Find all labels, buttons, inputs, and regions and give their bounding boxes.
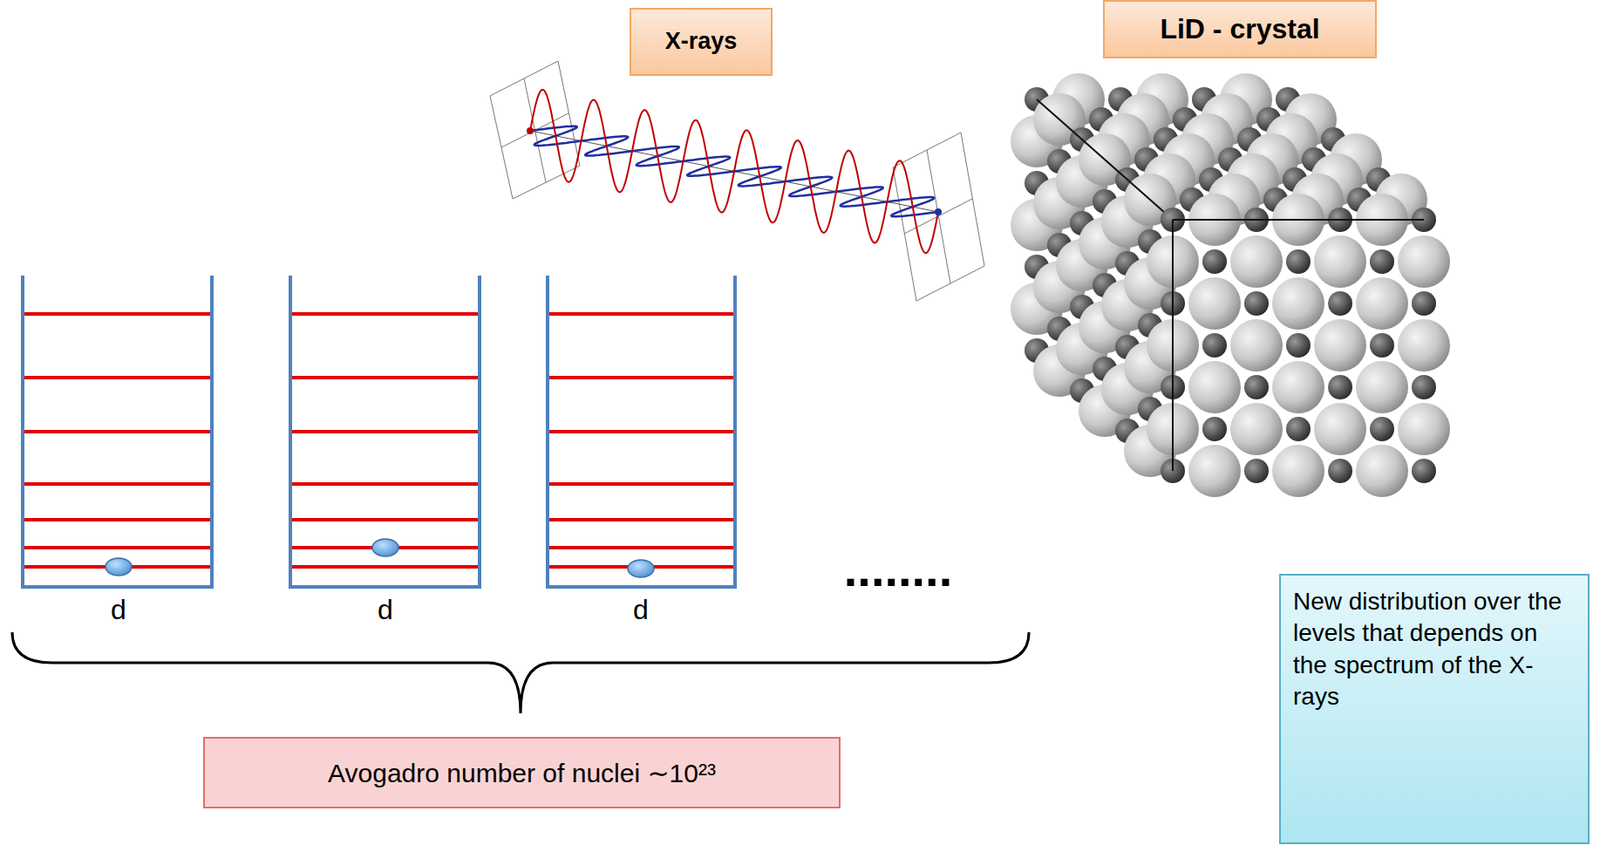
energy-level [290, 517, 480, 522]
energy-level [547, 482, 736, 486]
energy-level [547, 545, 736, 550]
xrays-box: X-rays [629, 7, 773, 76]
energy-level [22, 429, 212, 434]
energy-level [547, 429, 736, 434]
nucleus-particle [627, 559, 654, 578]
ellipsis: ........ [844, 544, 953, 594]
energy-level [547, 312, 736, 316]
energy-level [547, 375, 736, 380]
energy-level [290, 482, 480, 486]
energy-level [290, 312, 480, 316]
crystal-box: LiD - crystal [1102, 0, 1377, 59]
well-wall [22, 275, 212, 587]
well-width-label: d [110, 595, 127, 624]
energy-level [290, 565, 480, 569]
energy-level [290, 375, 480, 380]
energy-level [22, 375, 212, 380]
lid-crystal-lattice [1010, 73, 1451, 498]
energy-level [290, 429, 480, 434]
nucleus-particle [105, 558, 132, 576]
curly-brace [12, 632, 1029, 714]
box-text: New distribution over the levels that de… [1293, 585, 1576, 714]
energy-level [22, 482, 212, 486]
xray-wave [490, 61, 985, 301]
energy-level [22, 517, 212, 522]
energy-level [547, 517, 736, 522]
energy-level [22, 545, 212, 550]
well-width-label: d [377, 595, 394, 624]
potential-wells [22, 275, 736, 587]
nucleus-particle [372, 538, 399, 557]
box-text: X-rays [665, 26, 738, 57]
box-text: LiD - crystal [1159, 11, 1320, 48]
note-box: New distribution over the levels that de… [1279, 573, 1590, 845]
well-wall [547, 275, 736, 587]
avogadro-box: Avogadro number of nuclei ∼10²³ [203, 736, 841, 809]
box-text: Avogadro number of nuclei ∼10²³ [327, 755, 716, 790]
energy-level [22, 312, 212, 316]
well-wall [290, 275, 480, 587]
well-width-label: d [633, 595, 649, 624]
